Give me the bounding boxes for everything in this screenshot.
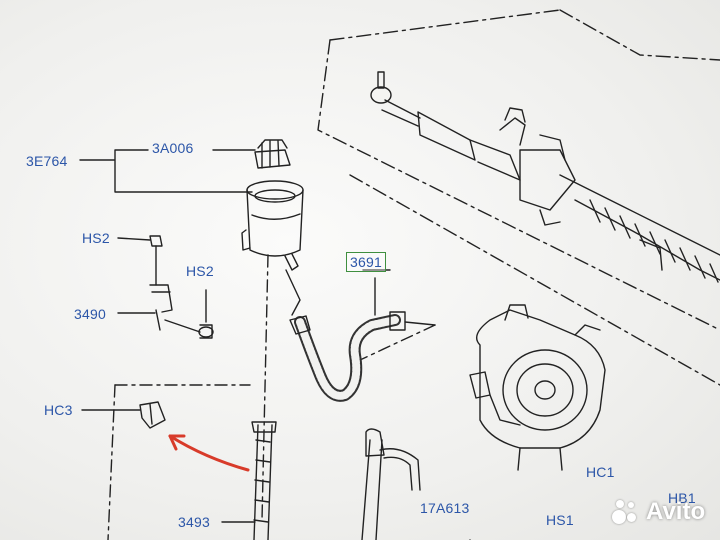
steering-pump	[469, 304, 606, 471]
steering-frame-line	[559, 9, 720, 61]
group-line	[107, 384, 116, 540]
callout-3490: 3490	[74, 306, 106, 322]
hose-3691	[289, 269, 436, 402]
callout-hs2-lower: HS2	[186, 263, 214, 279]
callout-HC3: HC3	[44, 402, 73, 418]
callout-3A006: 3A006	[152, 140, 194, 156]
pressure-line-17A613	[361, 428, 471, 540]
pointer-arrow	[168, 434, 250, 472]
callout-HC1: HC1	[586, 464, 615, 480]
bracket-3490	[117, 235, 214, 339]
steering-frame-line	[349, 174, 720, 386]
return-line-3493	[221, 421, 277, 540]
avito-wordmark: Avito	[646, 498, 706, 525]
reservoir-body	[241, 180, 304, 316]
leader-line	[79, 149, 253, 193]
callout-3E764: 3E764	[26, 153, 68, 169]
callout-3691: 3691	[346, 252, 386, 272]
avito-watermark: Avito	[612, 498, 705, 526]
steering-rack	[370, 71, 720, 283]
group-line	[359, 324, 436, 361]
steering-frame-line	[329, 9, 561, 41]
callout-HB1: HB1	[668, 490, 696, 506]
callout-HS1: HS1	[546, 512, 574, 528]
callout-hs2-upper: HS2	[82, 230, 110, 246]
reservoir-cap	[254, 139, 291, 169]
avito-logo-icon	[612, 498, 640, 526]
callout-3493: 3493	[178, 514, 210, 530]
clip-hc3	[81, 401, 166, 429]
group-line	[261, 254, 269, 521]
callout-17A613: 17A613	[420, 500, 470, 516]
steering-frame-line	[317, 39, 720, 331]
